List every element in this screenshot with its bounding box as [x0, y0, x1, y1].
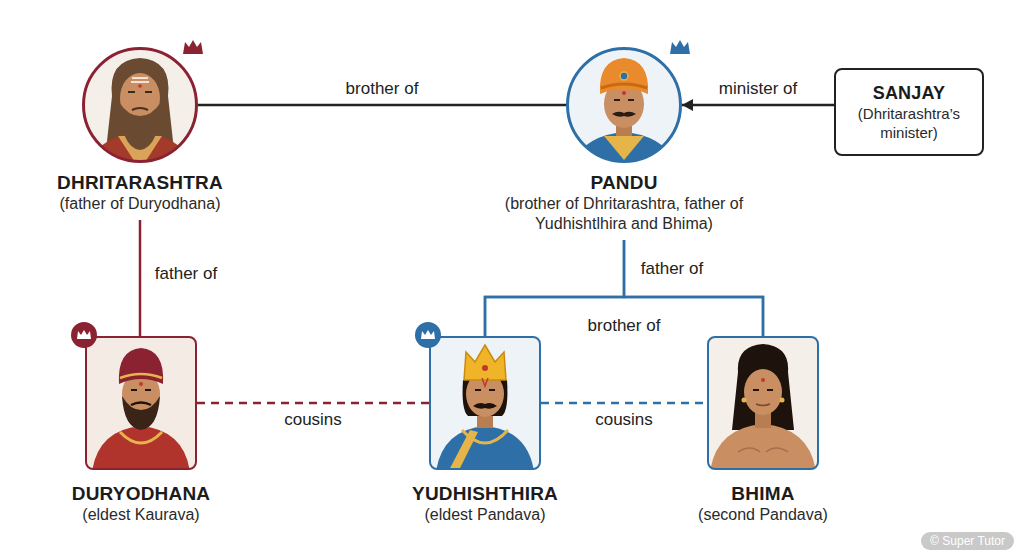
- portrait-circle: PANDU(brother of Dhritarashtra, father o…: [566, 47, 682, 163]
- node-subtitle: (second Pandava): [653, 505, 873, 525]
- duryodhana-portrait-part: [122, 396, 160, 430]
- bhima-portrait: [708, 337, 818, 469]
- circle-outline: [84, 49, 197, 162]
- dashed-connector: [197, 402, 429, 405]
- duryodhana-portrait-part: [131, 389, 151, 391]
- edge-label: cousins: [284, 410, 342, 430]
- crown-icon-part: [183, 40, 203, 54]
- text-holder: YUDHISHTHIRA(eldest Pandava): [375, 483, 595, 525]
- duryodhana-portrait-part: [120, 374, 162, 378]
- edge-label: minister of: [719, 79, 797, 99]
- dhritarashtra-portrait-part: [132, 108, 148, 110]
- yudhishthira-portrait-part: [436, 426, 534, 469]
- bhima-portrait-part: [756, 404, 770, 406]
- duryodhana-portrait-part: [119, 348, 163, 384]
- dhritarashtra-portrait-part: [128, 91, 152, 93]
- minister-box: SANJAY(Dhritarashtra’s minister): [834, 68, 984, 156]
- dhritarashtra-portrait-part: [106, 58, 174, 150]
- circle-outline: [568, 49, 681, 162]
- duryodhana-portrait-part: [131, 403, 151, 406]
- bhima-portrait-part: [710, 424, 816, 469]
- node-name: BHIMA: [653, 483, 873, 505]
- portrait-circle: DHRITARASHTRA(father of Duryodhana): [82, 47, 198, 163]
- pandu-portrait: [566, 47, 682, 170]
- node-subtitle: (eldest Kaurava): [31, 505, 251, 525]
- crown-badge: [415, 322, 441, 348]
- text-holder: DURYODHANA(eldest Kaurava): [31, 483, 251, 525]
- edge-label: father of: [641, 259, 703, 279]
- connector-line: [485, 297, 763, 336]
- dhritarashtra-portrait-part: [131, 78, 149, 82]
- text-holder: BHIMA(second Pandava): [653, 483, 873, 525]
- bhima-portrait-part: [753, 389, 773, 391]
- duryodhana-portrait-part: [139, 382, 143, 386]
- yudhishthira-portrait-part: [448, 430, 478, 469]
- portrait-box: YUDHISHTHIRA(eldest Pandava): [429, 336, 541, 470]
- crown-icon: [183, 40, 203, 54]
- dhritarashtra-portrait-part: [82, 47, 198, 163]
- node-name: PANDU: [499, 172, 749, 194]
- bhima-portrait-part: [744, 358, 782, 380]
- connector-line: [682, 104, 834, 107]
- pandu-portrait-part: [601, 84, 647, 88]
- crown-badge-part: [71, 322, 97, 348]
- node-name: DURYODHANA: [31, 483, 251, 505]
- connector-line: [139, 220, 142, 336]
- portrait-box: BHIMA(second Pandava): [707, 336, 819, 470]
- dashed-connector: [541, 402, 707, 405]
- edge-label: brother of: [346, 79, 419, 99]
- bhima-portrait-part: [738, 448, 788, 452]
- circle-outline: [566, 47, 682, 163]
- portrait-box: DURYODHANA(eldest Kaurava): [85, 336, 197, 470]
- text-holder: DHRITARASHTRA(father of Duryodhana): [15, 172, 265, 214]
- pandu-portrait-part: [620, 72, 628, 80]
- crown-icon: [670, 40, 690, 54]
- edge-label: father of: [155, 264, 217, 284]
- pandu-portrait-part: [614, 99, 634, 101]
- node-subtitle: (eldest Pandava): [375, 505, 595, 525]
- node-subtitle: (Dhritarashtra’s minister): [836, 104, 982, 142]
- edge-label: brother of: [588, 316, 661, 336]
- node-subtitle: (brother of Dhritarashtra, father of Yud…: [499, 194, 749, 234]
- duryodhana-portrait: [86, 337, 196, 469]
- connector-line: [198, 104, 566, 107]
- node-name: SANJAY: [873, 83, 946, 104]
- edge-label: cousins: [595, 410, 653, 430]
- bhima-portrait-part: [742, 398, 747, 403]
- dhritarashtra-portrait-part: [119, 102, 161, 150]
- pandu-portrait-part: [570, 132, 678, 170]
- pandu-portrait-part: [600, 58, 648, 94]
- yudhishthira-portrait-part: [475, 389, 495, 391]
- node-name: YUDHISHTHIRA: [375, 483, 595, 505]
- text-holder: SANJAY(Dhritarashtra’s minister): [836, 70, 982, 154]
- crown-badge-part: [415, 322, 441, 348]
- yudhishthira-portrait-part: [464, 345, 506, 380]
- crown-icon-part: [670, 40, 690, 54]
- circle-outline: [82, 47, 198, 163]
- watermark: © Super Tutor: [921, 532, 1014, 550]
- pandu-portrait-part: [604, 136, 644, 160]
- dhritarashtra-portrait-part: [138, 84, 142, 88]
- crown-badge: [71, 322, 97, 348]
- yudhishthira-portrait-part: [473, 403, 497, 409]
- bhima-portrait-part: [780, 398, 785, 403]
- duryodhana-portrait-part: [92, 426, 190, 469]
- bhima-portrait-part: [732, 344, 794, 430]
- bhima-portrait-part: [744, 369, 782, 415]
- pandu-portrait-part: [612, 112, 636, 117]
- node-name: DHRITARASHTRA: [15, 172, 265, 194]
- pandu-portrait-part: [566, 47, 682, 163]
- node-subtitle: (father of Duryodhana): [15, 194, 265, 214]
- arrow-head: [682, 99, 693, 111]
- yudhishthira-portrait-part: [482, 365, 488, 371]
- dhritarashtra-portrait: [82, 47, 198, 170]
- pandu-portrait-part: [622, 91, 626, 95]
- duryodhana-portrait-part: [120, 432, 162, 443]
- text-holder: PANDU(brother of Dhritarashtra, father o…: [499, 172, 749, 234]
- yudhishthira-portrait-part: [482, 378, 488, 386]
- yudhishthira-portrait: [430, 337, 540, 469]
- bhima-portrait-part: [761, 378, 765, 382]
